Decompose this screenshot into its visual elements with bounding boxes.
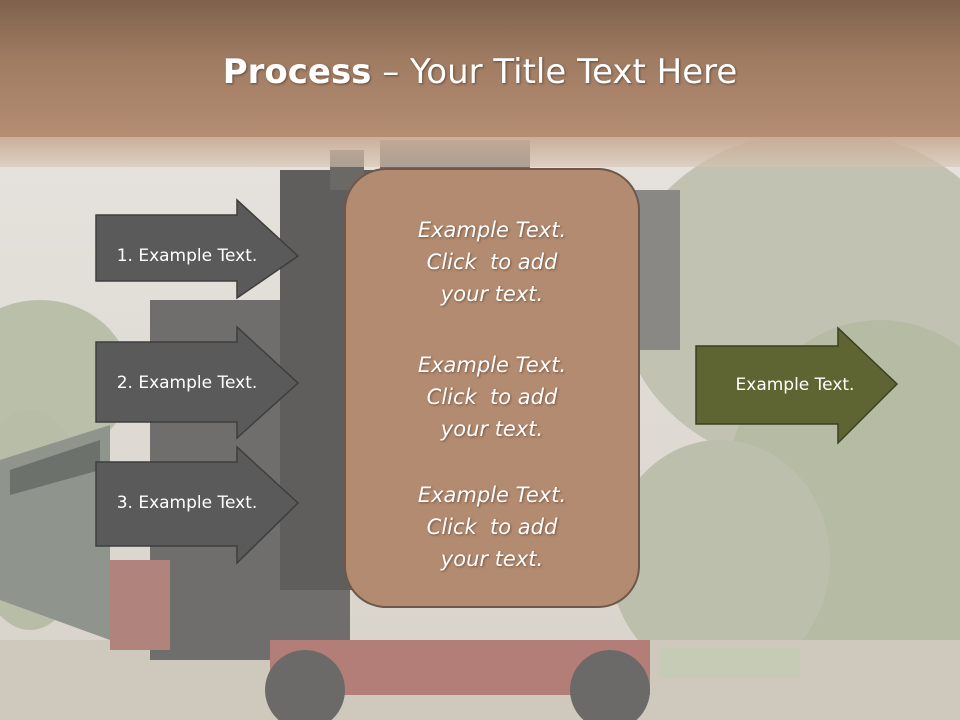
title-bold: Process (222, 52, 372, 92)
left-arrow-label-1: 1. Example Text. (116, 246, 258, 266)
center-line: Example Text. (417, 218, 567, 242)
title-rest: – Your Title Text Here (371, 52, 738, 92)
center-line: your text. (440, 547, 544, 571)
center-paragraph-1: Example Text. Click to add your text. (346, 214, 638, 310)
center-text-box[interactable]: Example Text. Click to add your text. Ex… (344, 168, 640, 608)
center-line: Click to add (426, 385, 558, 409)
center-paragraph-2: Example Text. Click to add your text. (346, 349, 638, 445)
center-line: Example Text. (417, 353, 567, 377)
header-bar (0, 0, 960, 137)
center-paragraph-3: Example Text. Click to add your text. (346, 479, 638, 575)
left-arrow-3[interactable]: 3. Example Text. (95, 445, 301, 565)
center-line: Click to add (426, 515, 558, 539)
arrow-shape-1 (95, 198, 300, 300)
left-arrow-2[interactable]: 2. Example Text. (95, 325, 301, 440)
header-band (0, 137, 960, 167)
center-line: Click to add (426, 250, 558, 274)
arrow-shape-2 (95, 325, 300, 440)
center-line: Example Text. (417, 483, 567, 507)
left-arrow-1[interactable]: 1. Example Text. (95, 198, 301, 300)
arrow-shape-3 (95, 445, 300, 565)
center-line: your text. (440, 282, 544, 306)
left-arrow-label-3: 3. Example Text. (116, 493, 258, 513)
right-arrow-shape (695, 326, 899, 445)
right-arrow-label: Example Text. (735, 375, 855, 395)
left-arrow-label-2: 2. Example Text. (116, 373, 258, 393)
slide-title: Process – Your Title Text Here (0, 52, 960, 92)
center-line: your text. (440, 417, 544, 441)
right-arrow[interactable]: Example Text. (695, 326, 899, 445)
